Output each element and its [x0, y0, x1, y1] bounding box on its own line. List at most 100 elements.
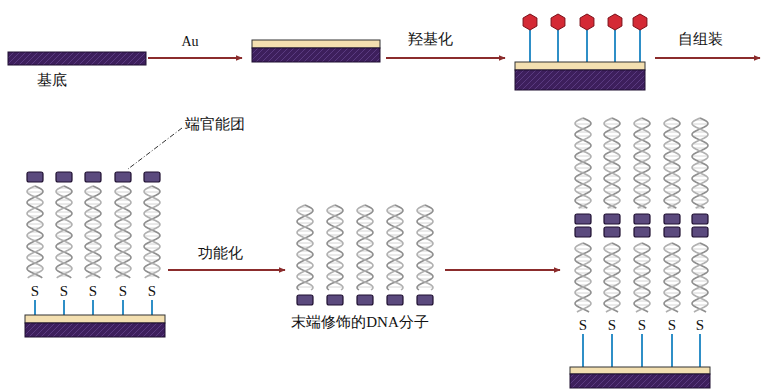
- base-pair: [357, 211, 373, 212]
- dna-helix: [27, 186, 43, 278]
- base-pair: [328, 267, 343, 268]
- dna-strand: [634, 243, 650, 312]
- dna-helix: [56, 186, 72, 278]
- linker-bond: [641, 334, 643, 367]
- dna-helix: [115, 186, 131, 278]
- dna-strand: [634, 118, 650, 208]
- base-pair: [86, 256, 101, 257]
- base-pair: [693, 269, 708, 270]
- base-pair: [145, 212, 160, 213]
- base-pair: [327, 243, 343, 244]
- base-pair: [85, 192, 101, 193]
- base-pair: [692, 168, 708, 169]
- end-group: [604, 227, 620, 237]
- dna-helix: [692, 243, 708, 312]
- base-pair: [387, 243, 403, 244]
- dna-helix: [387, 205, 403, 290]
- base-pair: [388, 223, 403, 224]
- annotation-label: 自组装: [678, 30, 723, 48]
- base-pair: [635, 136, 650, 137]
- base-pair: [604, 293, 620, 294]
- dna-strand: [604, 118, 620, 208]
- dna-strand: [575, 118, 591, 208]
- sulfur-atom: S: [638, 316, 646, 334]
- base-pair: [693, 188, 708, 189]
- sulfur-atom: S: [89, 282, 97, 300]
- base-pair: [387, 287, 403, 288]
- dna-strand: [387, 205, 403, 290]
- end-group: [387, 295, 403, 305]
- dna-strand: [327, 205, 343, 290]
- end-group: [634, 214, 650, 224]
- base-pair: [692, 293, 708, 294]
- dna-helix: [575, 118, 591, 208]
- base-pair: [664, 124, 680, 125]
- base-pair: [635, 269, 650, 270]
- base-pair: [665, 269, 680, 270]
- base-pair: [665, 261, 680, 262]
- sulfur-atom: S: [696, 316, 704, 334]
- annotation-label: 羟基化: [408, 30, 453, 48]
- end-group: [56, 172, 72, 182]
- base-pair: [576, 144, 591, 145]
- dna-helix: [604, 243, 620, 312]
- base-pair: [693, 261, 708, 262]
- dna-strand: [664, 243, 680, 312]
- base-pair: [27, 236, 43, 237]
- base-pair: [693, 144, 708, 145]
- dna-strand: [575, 118, 591, 208]
- base-pair: [358, 223, 373, 224]
- base-pair: [116, 212, 131, 213]
- end-group: [664, 214, 680, 224]
- base-pair: [575, 200, 591, 201]
- base-pair: [27, 192, 43, 193]
- dna-strand: [664, 118, 680, 208]
- base-pair: [575, 293, 591, 294]
- dna-helix: [144, 186, 160, 278]
- linker-bond: [671, 334, 673, 367]
- end-group: [575, 227, 591, 237]
- gold-layer: [252, 40, 380, 48]
- linker-bond: [34, 300, 36, 315]
- dna-helix: [664, 118, 680, 208]
- dna-strand: [664, 118, 680, 208]
- base-pair: [388, 231, 403, 232]
- base-pair: [28, 256, 43, 257]
- base-pair: [328, 231, 343, 232]
- dna-strand: [692, 243, 708, 312]
- linker-bond: [92, 300, 94, 315]
- base-pair: [328, 275, 343, 276]
- dna-strand: [115, 186, 131, 278]
- base-pair: [328, 223, 343, 224]
- process-arrow: [655, 57, 760, 59]
- process-arrow: [445, 269, 560, 271]
- dna-strand: [56, 186, 72, 278]
- base-pair: [664, 293, 680, 294]
- dna-strand: [144, 186, 160, 278]
- base-pair: [634, 200, 650, 201]
- base-pair: [635, 188, 650, 189]
- sulfur-atom: S: [148, 282, 156, 300]
- base-pair: [604, 156, 620, 157]
- base-pair: [604, 168, 620, 169]
- base-pair: [297, 211, 313, 212]
- sulfur-atom: S: [608, 316, 616, 334]
- base-pair: [327, 255, 343, 256]
- base-pair: [634, 156, 650, 157]
- base-pair: [665, 188, 680, 189]
- end-group: [634, 227, 650, 237]
- base-pair: [357, 255, 373, 256]
- base-pair: [116, 248, 131, 249]
- dna-strand: [56, 186, 72, 278]
- dna-strand: [27, 186, 43, 278]
- base-pair: [417, 243, 433, 244]
- base-pair: [576, 188, 591, 189]
- dna-strand: [417, 205, 433, 290]
- base-pair: [297, 287, 313, 288]
- base-pair: [605, 136, 620, 137]
- dna-strand: [85, 186, 101, 278]
- base-pair: [144, 224, 160, 225]
- base-pair: [116, 256, 131, 257]
- base-pair: [664, 281, 680, 282]
